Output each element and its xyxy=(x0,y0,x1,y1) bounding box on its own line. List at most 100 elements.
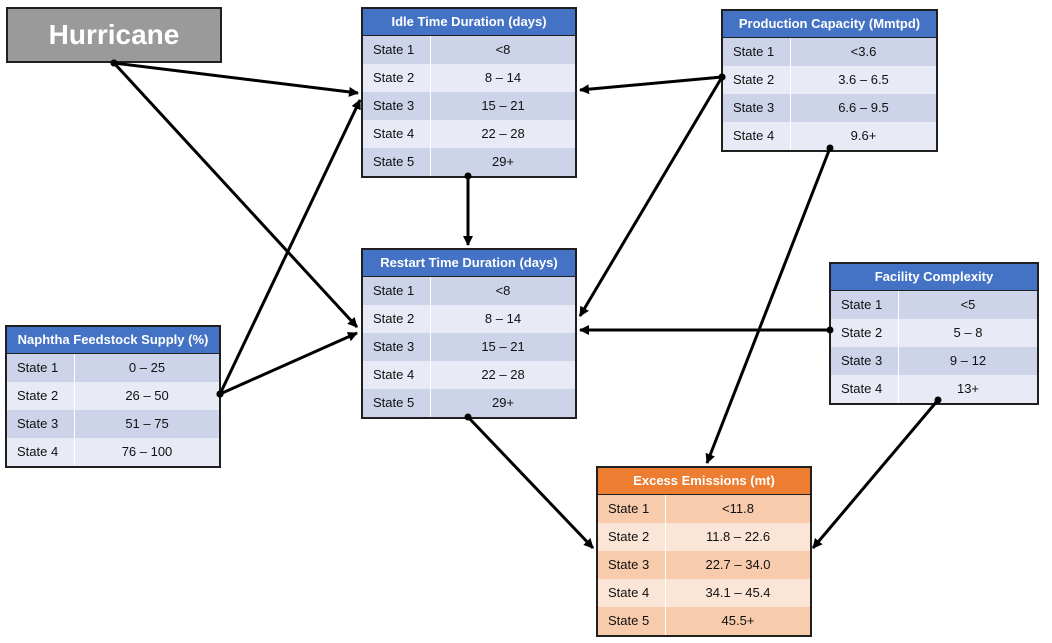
edge-restart-to-emissions xyxy=(466,415,595,550)
state-label: State 3 xyxy=(363,92,431,120)
node-title: Restart Time Duration (days) xyxy=(363,250,575,277)
edge-facility-to-emissions xyxy=(811,399,940,549)
state-row: State 1 0 – 25 xyxy=(7,354,219,382)
edge-hurricane-to-restart xyxy=(112,61,359,329)
state-row: State 3 51 – 75 xyxy=(7,410,219,438)
state-label: State 2 xyxy=(363,64,431,92)
state-label: State 2 xyxy=(831,319,899,347)
node-naphtha: Naphtha Feedstock Supply (%)State 1 0 – 2… xyxy=(5,325,221,468)
state-label: State 3 xyxy=(7,410,75,438)
state-value: <8 xyxy=(495,283,511,298)
state-value: 29+ xyxy=(491,395,515,410)
state-value: 22 – 28 xyxy=(481,367,525,382)
state-label: State 2 xyxy=(7,382,75,410)
state-row: State 4 22 – 28 xyxy=(363,361,575,389)
state-label: State 3 xyxy=(831,347,899,375)
state-value: 8 – 14 xyxy=(484,70,522,85)
edge-hurricane-to-idle xyxy=(113,61,359,97)
state-row: State 3 6.6 – 9.5 xyxy=(723,94,936,122)
state-label: State 1 xyxy=(363,36,431,64)
node-title: Naphtha Feedstock Supply (%) xyxy=(7,327,219,354)
state-value: 3.6 – 6.5 xyxy=(838,72,889,87)
state-row: State 5 29+ xyxy=(363,389,575,417)
state-row: State 1 <11.8 xyxy=(598,495,810,523)
node-title: Production Capacity (Mmtpd) xyxy=(723,11,936,38)
state-label: State 2 xyxy=(598,523,666,551)
state-row: State 2 3.6 – 6.5 xyxy=(723,66,936,94)
state-value: 22.7 – 34.0 xyxy=(705,557,771,572)
state-value: 11.8 – 22.6 xyxy=(705,529,771,544)
state-label: State 2 xyxy=(723,66,791,94)
state-value: 13+ xyxy=(956,381,980,396)
state-label: State 5 xyxy=(363,389,431,417)
state-row: State 4 13+ xyxy=(831,375,1037,403)
state-label: State 3 xyxy=(598,551,666,579)
state-label: State 4 xyxy=(363,361,431,389)
state-value: 0 – 25 xyxy=(128,360,166,375)
state-label: State 2 xyxy=(363,305,431,333)
state-row: State 4 9.6+ xyxy=(723,122,936,150)
edge-naphtha-to-restart xyxy=(219,331,358,396)
state-value: 45.5+ xyxy=(721,613,755,628)
state-value: 6.6 – 9.5 xyxy=(838,100,889,115)
state-label: State 4 xyxy=(723,122,791,150)
state-table: State 1 0 – 25 State 2 26 – 50 State 3 51 – 7… xyxy=(7,354,219,466)
node-title: Idle Time Duration (days) xyxy=(363,9,575,36)
state-label: State 4 xyxy=(831,375,899,403)
node-title: Facility Complexity xyxy=(831,264,1037,291)
edge-naphtha-to-idle xyxy=(218,99,362,395)
state-row: State 3 15 – 21 xyxy=(363,92,575,120)
state-value: <5 xyxy=(960,297,976,312)
state-label: State 1 xyxy=(7,354,75,382)
state-value: <11.8 xyxy=(722,501,754,516)
state-row: State 3 15 – 21 xyxy=(363,333,575,361)
state-value: 51 – 75 xyxy=(125,416,169,431)
state-label: State 4 xyxy=(363,120,431,148)
state-label: State 4 xyxy=(598,579,666,607)
state-value: 15 – 21 xyxy=(481,339,525,354)
state-value: 8 – 14 xyxy=(484,311,522,326)
state-value: 34.1 – 45.4 xyxy=(705,585,771,600)
state-value: <3.6 xyxy=(850,44,877,59)
state-value: <8 xyxy=(495,42,511,57)
state-value: 15 – 21 xyxy=(481,98,525,113)
state-row: State 1 <8 xyxy=(363,36,575,64)
state-row: State 2 8 – 14 xyxy=(363,305,575,333)
state-label: State 1 xyxy=(831,291,899,319)
state-value: 76 – 100 xyxy=(121,444,173,459)
state-label: State 1 xyxy=(363,277,431,305)
state-row: State 1 <5 xyxy=(831,291,1037,319)
state-label: State 1 xyxy=(598,495,666,523)
state-row: State 4 22 – 28 xyxy=(363,120,575,148)
state-value: 22 – 28 xyxy=(481,126,525,141)
edge-production-to-emissions xyxy=(705,147,832,464)
state-row: State 2 11.8 – 22.6 xyxy=(598,523,810,551)
edge-production-to-restart xyxy=(578,76,724,317)
edge-production-to-idle xyxy=(579,75,723,95)
state-row: State 3 22.7 – 34.0 xyxy=(598,551,810,579)
state-row: State 2 8 – 14 xyxy=(363,64,575,92)
node-hurricane: Hurricane xyxy=(6,7,222,63)
state-value: 26 – 50 xyxy=(125,388,169,403)
state-row: State 5 45.5+ xyxy=(598,607,810,635)
node-title: Excess Emissions (mt) xyxy=(598,468,810,495)
state-label: State 3 xyxy=(723,94,791,122)
state-label: State 5 xyxy=(598,607,666,635)
state-value: 9.6+ xyxy=(850,128,877,143)
state-row: State 1<3.6 xyxy=(723,38,936,66)
state-label: State 3 xyxy=(363,333,431,361)
state-value: 29+ xyxy=(491,154,515,169)
